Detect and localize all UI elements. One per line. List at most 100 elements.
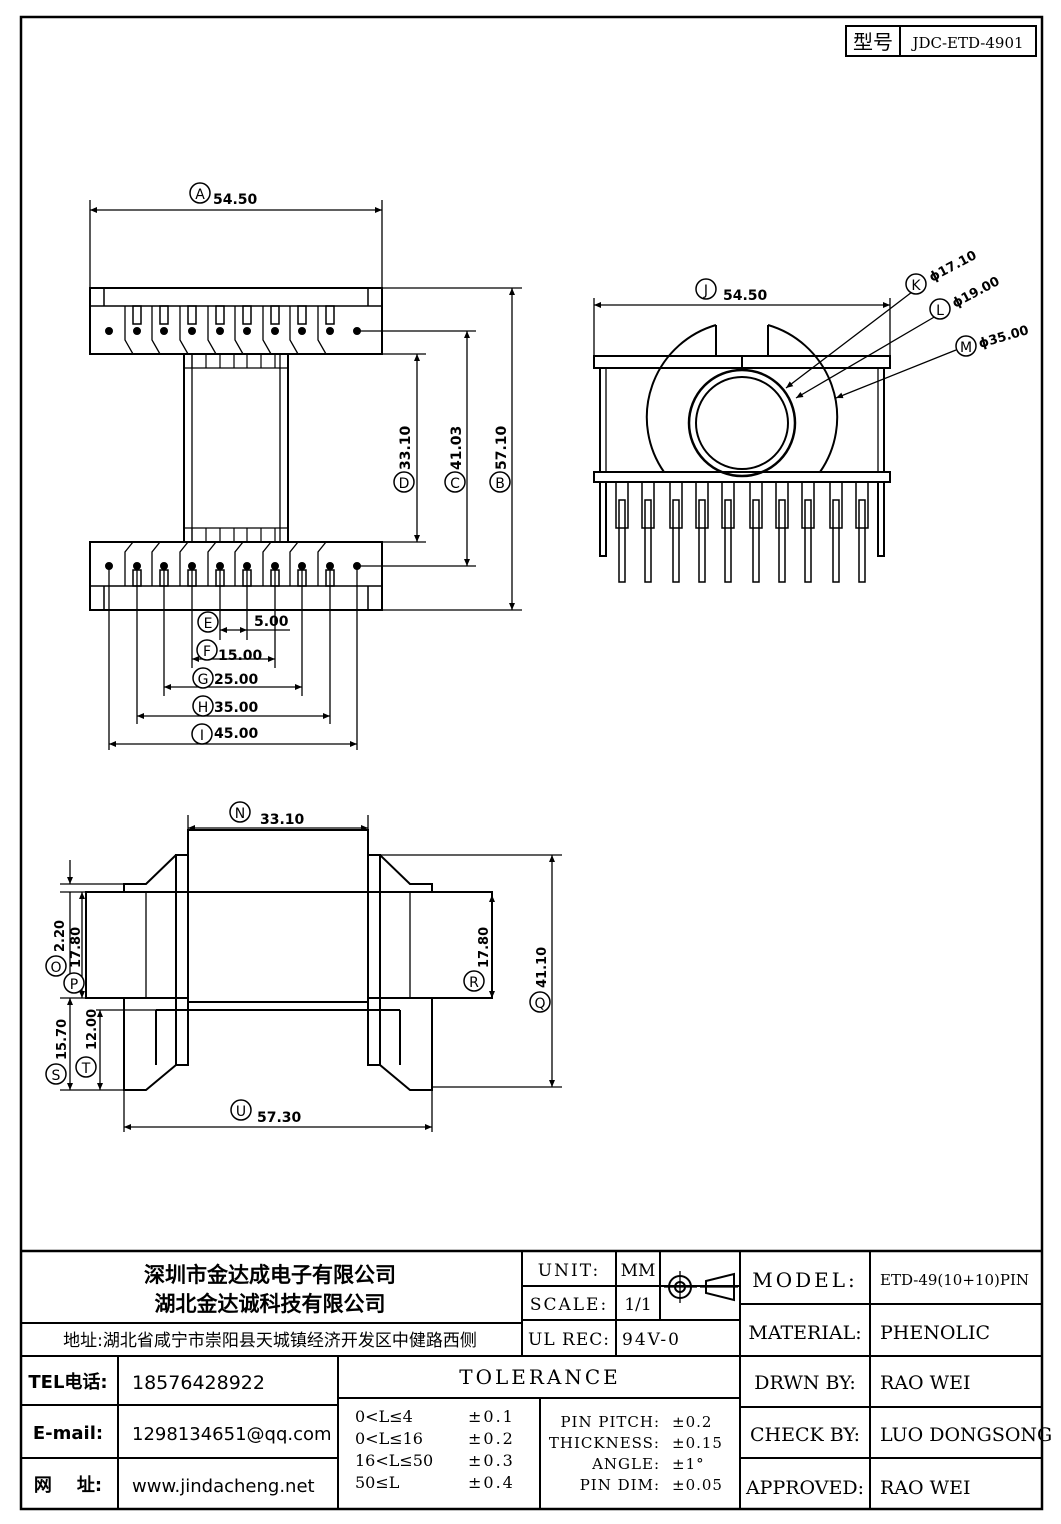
dim-H-value: 35.00 xyxy=(214,700,259,716)
tolerance-spec-value: ±0.15 xyxy=(672,1434,723,1452)
model-value: ETD-49(10+10)PIN xyxy=(880,1271,1029,1289)
callout-F-letter: F xyxy=(203,644,211,660)
callout-I-letter: I xyxy=(200,728,204,744)
material-value: PHENOLIC xyxy=(880,1322,990,1344)
tolerance-range-value: ±0.2 xyxy=(468,1429,515,1448)
front-pin xyxy=(829,481,843,583)
dim-R-value: 17.80 xyxy=(477,927,492,968)
callout-E-letter: E xyxy=(204,616,213,632)
model-label: MODEL: xyxy=(752,1268,858,1292)
tel-value: 18576428922 xyxy=(132,1372,265,1394)
tolerance-range: 50≤L xyxy=(355,1473,400,1492)
dim-A-value: 54.50 xyxy=(213,192,258,208)
callout-A: A 54.50 xyxy=(189,182,258,208)
approved-label: APPROVED: xyxy=(745,1477,864,1499)
callout-P-letter: P xyxy=(70,977,78,993)
callout-R-letter: R xyxy=(469,975,479,991)
company-address: 地址:湖北省咸宁市崇阳县天城镇经济开发区中健路西侧 xyxy=(63,1331,477,1351)
front-pin xyxy=(615,481,629,583)
top-pin xyxy=(353,327,361,335)
model-number-value: JDC-ETD-4901 xyxy=(910,34,1023,52)
bottom-pin xyxy=(124,541,142,587)
front-pin-row xyxy=(615,481,869,583)
bottom-pin xyxy=(289,541,307,587)
front-pin xyxy=(855,481,869,583)
callout-P: P 17.80 xyxy=(63,927,85,994)
tolerance-spec-value: ±0.05 xyxy=(672,1476,723,1494)
top-pin xyxy=(151,305,169,355)
callout-C-letter: C xyxy=(450,476,460,492)
bottom-pin xyxy=(207,541,225,587)
dim-L-value: ϕ19.00 xyxy=(950,274,1003,311)
dim-K-value: ϕ17.10 xyxy=(927,248,980,285)
callout-U-letter: U xyxy=(236,1104,246,1120)
callout-K-letter: K xyxy=(911,278,921,294)
bottom-pin-row xyxy=(105,541,361,587)
dim-T-value: 12.00 xyxy=(85,1009,100,1050)
callout-G: G 25.00 xyxy=(192,667,259,689)
front-pin xyxy=(669,481,683,583)
dim-N-value: 33.10 xyxy=(260,812,305,828)
company-name-1: 深圳市金达成电子有限公司 xyxy=(144,1263,396,1287)
callout-N: N 33.10 xyxy=(229,801,305,828)
bottom-pin xyxy=(151,541,169,587)
callout-B: B 57.10 xyxy=(489,425,511,493)
callout-S-letter: S xyxy=(52,1068,61,1084)
callout-T: T 12.00 xyxy=(75,1009,100,1078)
front-view-dimensions xyxy=(593,291,957,399)
drawn-by-label: DRWN BY: xyxy=(754,1372,856,1394)
side-view xyxy=(85,829,493,1091)
sheet-border xyxy=(19,15,1044,1511)
front-view xyxy=(593,324,891,583)
website-value: www.jindacheng.net xyxy=(132,1476,315,1497)
front-pin xyxy=(721,481,735,583)
tolerance-range: 0<L≤16 xyxy=(355,1429,423,1448)
dim-Q-value: 41.10 xyxy=(535,947,550,988)
callout-K: K ϕ17.10 xyxy=(905,248,980,295)
dim-B-value: 57.10 xyxy=(494,425,510,470)
drawn-by-value: RAO WEI xyxy=(880,1372,971,1394)
front-pin xyxy=(749,481,763,583)
callout-L-letter: L xyxy=(936,303,944,319)
tolerance-spec-value: ±0.2 xyxy=(672,1413,712,1431)
callout-M-letter: M xyxy=(960,340,972,356)
bottom-pin xyxy=(234,541,252,587)
dim-G-value: 25.00 xyxy=(214,672,259,688)
top-pin-row xyxy=(105,305,361,355)
callout-E: E 5.00 xyxy=(197,611,289,633)
top-pin xyxy=(234,305,252,355)
website-label: 网 址: xyxy=(34,1475,102,1496)
title-block xyxy=(21,1249,1042,1509)
front-pin xyxy=(641,481,655,583)
dim-M-value: ϕ35.00 xyxy=(977,323,1031,352)
tolerance-range: 0<L≤4 xyxy=(355,1407,413,1426)
callout-O: O 2.20 xyxy=(45,920,68,977)
callout-D-letter: D xyxy=(399,476,410,492)
ul-rec-value: 94V-0 xyxy=(622,1330,681,1350)
top-pin xyxy=(317,305,335,355)
callout-T-letter: T xyxy=(81,1061,91,1077)
dim-S-value: 15.70 xyxy=(55,1019,70,1060)
dim-I-value: 45.00 xyxy=(214,726,259,742)
top-pin xyxy=(207,305,225,355)
tolerance-range-list: 0<L≤4±0.10<L≤16±0.216<L≤50±0.350≤L±0.4 xyxy=(355,1407,515,1492)
top-pin xyxy=(262,305,280,355)
approved-value: RAO WEI xyxy=(880,1477,971,1499)
dim-J-value: 54.50 xyxy=(723,288,768,304)
bottom-pin xyxy=(179,541,197,587)
callout-C: C 41.03 xyxy=(444,426,466,493)
callout-O-letter: O xyxy=(50,960,61,976)
callout-I: I 45.00 xyxy=(191,723,259,745)
tolerance-spec-label: PIN DIM: xyxy=(580,1476,660,1494)
front-pin xyxy=(801,481,815,583)
check-by-label: CHECK BY: xyxy=(750,1424,860,1446)
callout-S: S 15.70 xyxy=(45,1019,70,1085)
callout-H: H 35.00 xyxy=(192,695,259,717)
tolerance-spec-label: PIN PITCH: xyxy=(560,1413,660,1431)
unit-label: UNIT: xyxy=(538,1261,600,1281)
tolerance-range-value: ±0.4 xyxy=(468,1473,515,1492)
projection-symbol-icon xyxy=(664,1271,738,1303)
email-label: E-mail: xyxy=(33,1423,103,1444)
model-number-box: 型号 JDC-ETD-4901 xyxy=(845,25,1037,57)
company-name-2: 湖北金达诚科技有限公司 xyxy=(155,1292,386,1316)
